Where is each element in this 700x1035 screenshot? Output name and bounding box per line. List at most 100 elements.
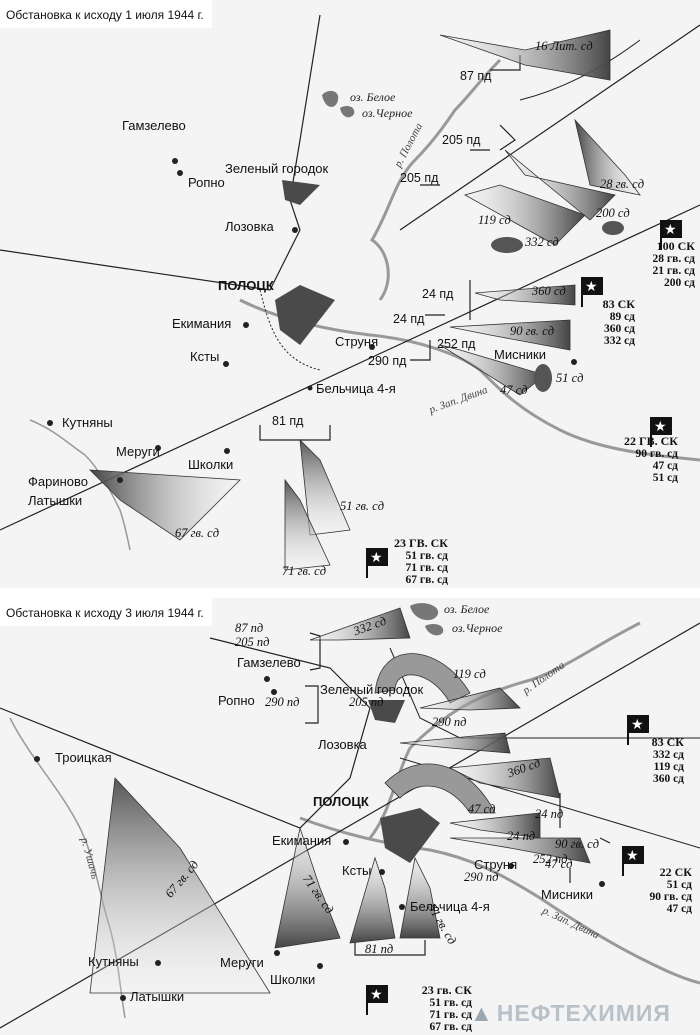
soviet-arrow	[419, 687, 521, 711]
city-label: Ропно	[218, 693, 255, 708]
german-unit-label: 290 пд	[368, 354, 407, 368]
soviet-unit-label: 67 гв. сд	[175, 526, 220, 540]
city-label: Бельчица 4-я	[316, 381, 396, 396]
city-label: Латышки	[130, 989, 185, 1004]
polotsk-block	[275, 285, 335, 345]
corps-flag-icon	[581, 277, 603, 307]
german-unit-label: 205 пд	[400, 171, 439, 185]
german-unit-label: 290 пд	[464, 870, 499, 884]
map-july-1: Обстановка к исходу 1 июля 1944 г. Гамзе…	[0, 0, 700, 588]
soviet-unit-label: 119 сд	[453, 667, 486, 681]
corps-flag-icon	[660, 220, 682, 250]
city-label: ПОЛОЦК	[313, 794, 369, 809]
german-line	[259, 55, 521, 441]
corps-line: 47 сд	[652, 459, 678, 472]
city-label: Струня	[474, 857, 518, 872]
corps-line: 67 гв. сд	[405, 573, 448, 586]
city-label: Латышки	[28, 493, 83, 508]
soviet-unit-label: 90 гв. сд	[555, 837, 600, 851]
river-polota	[369, 58, 502, 301]
lake-label: оз. Белое	[350, 90, 396, 104]
corps-line: 51 гв. сд	[429, 996, 472, 1009]
corps-list: 23 гв. СК 51 гв. сд 71 гв. сд 67 гв. сд	[422, 984, 472, 1033]
corps-flag-icon	[622, 846, 644, 876]
city-label: Гамзелево	[237, 655, 301, 670]
road	[399, 24, 700, 231]
corps-head: 23 ГВ. СК	[393, 536, 448, 550]
city-label: Ропно	[188, 175, 225, 190]
road	[0, 637, 371, 829]
corps-line: 89 сд	[609, 310, 635, 323]
corps-flag-icon	[366, 548, 388, 578]
city-label: Зеленый городок	[320, 682, 424, 697]
corps-line: 21 гв. сд	[652, 264, 695, 277]
corps-line: 360 сд	[603, 322, 635, 335]
soviet-unit-label: 51 гв. сд	[340, 499, 385, 513]
soviet-arrow	[439, 29, 611, 81]
city-label: Бельчица 4-я	[410, 899, 490, 914]
soviet-unit-label: 51 сд	[556, 371, 584, 385]
soviet-arrow	[449, 319, 571, 351]
soviet-arrow	[309, 607, 411, 641]
city-label: Школки	[188, 457, 234, 472]
corps-head: 100 СК	[656, 239, 695, 253]
town-dots	[47, 158, 577, 483]
german-unit-label: 205 пд	[235, 635, 270, 649]
soviet-arrow	[504, 149, 616, 221]
map-july-3-graphics	[0, 603, 700, 1029]
corps-line: 119 сд	[653, 760, 684, 773]
city-label: Струня	[335, 334, 379, 349]
corps-head: 23 гв. СК	[421, 983, 472, 997]
city-label: Троицкая	[55, 750, 112, 765]
soviet-arrow	[399, 732, 511, 754]
zeleny-gorodok-block	[368, 700, 405, 723]
corps-line: 51 сд	[666, 878, 692, 891]
german-unit-label: 81 пд	[365, 942, 394, 956]
city-label: Кутняны	[62, 415, 113, 430]
city-label: Гамзелево	[122, 118, 186, 133]
soviet-arrow	[449, 812, 541, 839]
soviet-arrow	[449, 837, 591, 864]
german-unit-label: 87 пд	[460, 69, 492, 83]
town-dots	[34, 676, 605, 1001]
corps-line: 90 гв. сд	[635, 447, 678, 460]
city-label: ПОЛОЦК	[218, 278, 274, 293]
soviet-unit-label: 47 сд	[545, 857, 573, 871]
city-label: Екимания	[172, 316, 232, 331]
soviet-arrow	[374, 653, 471, 704]
corps-line: 51 гв. сд	[405, 549, 448, 562]
corps-line: 332 сд	[652, 748, 684, 761]
lake	[425, 624, 444, 636]
lake-label: оз.Черное	[362, 106, 413, 120]
german-unit-label: 24 пд	[507, 829, 536, 843]
watermark-text: НЕФТЕХИМИЯ	[496, 1000, 671, 1026]
soviet-unit-label: 16 Лит. сд	[535, 39, 593, 53]
lake	[322, 90, 339, 107]
corps-line: 90 гв. сд	[649, 890, 692, 903]
soviet-unit-label: 71 гв. сд	[282, 564, 327, 578]
soviet-arrow	[474, 284, 576, 306]
city-label: Лозовка	[225, 219, 274, 234]
soviet-arrow	[384, 763, 496, 814]
corps-head: 83 СК	[651, 735, 684, 749]
soviet-arrow	[299, 438, 351, 536]
city-label: Екимания	[272, 833, 332, 848]
german-unit-label: 252 пд	[437, 337, 476, 351]
corps-line: 71 гв. сд	[405, 561, 448, 574]
soviet-arrow	[274, 826, 341, 949]
german-line	[305, 632, 611, 956]
lake	[340, 106, 355, 118]
city-label: Мисники	[541, 887, 593, 902]
city-label: Фариново	[28, 474, 89, 489]
soviet-arrow	[284, 478, 331, 571]
city-label: Меруги	[116, 444, 160, 459]
german-unit-label: 24 пд	[422, 287, 454, 301]
corps-flag-icon	[627, 715, 649, 745]
soviet-unit-label: 28 гв. сд	[600, 177, 645, 191]
city-label: Ксты	[342, 863, 372, 878]
map-title: Обстановка к исходу 3 июля 1944 г.	[0, 598, 212, 626]
soviet-arrow	[399, 856, 441, 939]
division-ellipse	[491, 237, 523, 253]
soviet-unit-label: 332 сд	[525, 235, 559, 249]
corps-line: 67 гв. сд	[429, 1020, 472, 1033]
